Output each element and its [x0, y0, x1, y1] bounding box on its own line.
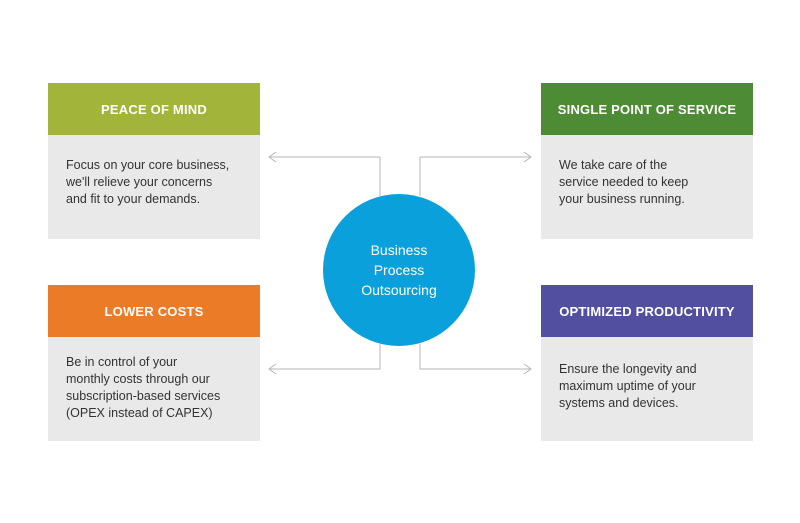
connector-single-point	[419, 156, 530, 196]
arrowhead-optimized	[523, 363, 532, 375]
card-text-line: maximum uptime of your	[559, 379, 696, 393]
card-text-line: We take care of the	[559, 158, 668, 172]
card-title-single-point-of-service: SINGLE POINT OF SERVICE	[541, 83, 753, 135]
card-body-single-point-of-service: We take care of the service needed to ke…	[541, 135, 753, 239]
card-text-line: we'll relieve your concerns	[66, 175, 213, 189]
center-label-line: Outsourcing	[361, 282, 437, 298]
arrowhead-single-point	[523, 151, 532, 163]
card-title-lower-costs: LOWER COSTS	[48, 285, 260, 337]
card-text-line: Be in control of your	[66, 355, 178, 369]
card-peace-of-mind: PEACE OF MIND Focus on your core busines…	[48, 83, 260, 239]
connector-lower-costs	[270, 344, 381, 370]
center-label-line: Process	[373, 262, 425, 278]
center-circle-bpo: Business Process Outsourcing	[323, 194, 475, 346]
card-text-line: service needed to keep	[559, 175, 689, 189]
card-title-peace-of-mind: PEACE OF MIND	[48, 83, 260, 135]
card-text-line: (OPEX instead of CAPEX)	[66, 406, 213, 420]
center-label-line: Business	[370, 242, 428, 258]
card-text-line: systems and devices.	[559, 396, 679, 410]
connector-optimized	[419, 344, 530, 370]
card-body-peace-of-mind: Focus on your core business, we'll relie…	[48, 135, 260, 239]
connector-peace-of-mind	[270, 156, 381, 196]
card-single-point-of-service: SINGLE POINT OF SERVICE We take care of …	[541, 83, 753, 239]
arrowhead-lower-costs	[268, 363, 277, 375]
card-body-optimized-productivity: Ensure the longevity and maximum uptime …	[541, 337, 753, 441]
card-optimized-productivity: OPTIMIZED PRODUCTIVITY Ensure the longev…	[541, 285, 753, 441]
card-text-line: and fit to your demands.	[66, 192, 201, 206]
card-title-optimized-productivity: OPTIMIZED PRODUCTIVITY	[541, 285, 753, 337]
card-body-lower-costs: Be in control of your monthly costs thro…	[48, 337, 260, 441]
card-text-line: subscription-based services	[66, 389, 221, 403]
card-text-line: your business running.	[559, 192, 685, 206]
card-text-line: Ensure the longevity and	[559, 362, 697, 376]
card-text-line: Focus on your core business,	[66, 158, 230, 172]
card-lower-costs: LOWER COSTS Be in control of your monthl…	[48, 285, 260, 441]
arrowhead-peace-of-mind	[268, 151, 277, 163]
card-text-line: monthly costs through our	[66, 372, 210, 386]
